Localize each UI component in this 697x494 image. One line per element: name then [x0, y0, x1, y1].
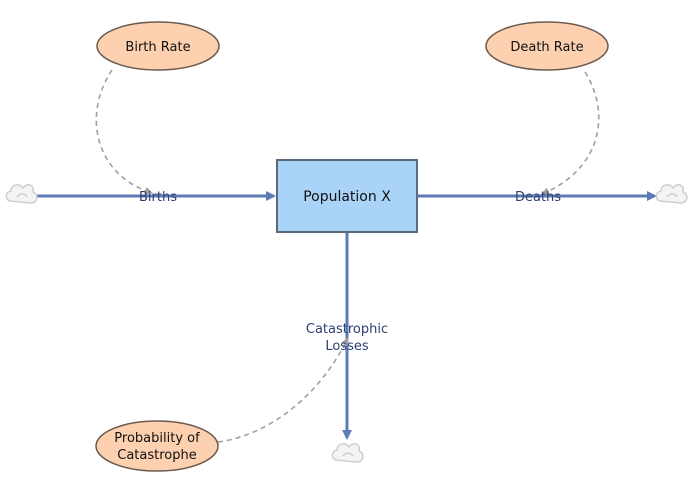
stock-population-x[interactable] [276, 159, 418, 233]
flow-pipes [36, 191, 657, 440]
sink-cloud-deaths-icon [655, 184, 688, 204]
connectors [95, 69, 600, 443]
probability-label-line1: Probability of [114, 431, 200, 446]
converter-probability-of-catastrophe[interactable] [95, 420, 219, 472]
connector-birth-rate [95, 69, 153, 195]
connector-probability [217, 337, 349, 443]
probability-label-line2: Catastrophe [117, 448, 196, 463]
source-cloud-icon [5, 184, 38, 204]
death-rate-label: Death Rate [510, 40, 583, 55]
converter-death-rate[interactable] [485, 21, 609, 71]
catastrophic-flow-label-line1[interactable]: Catastrophic [306, 322, 388, 337]
clouds [5, 184, 688, 463]
sink-cloud-catastrophic-icon [331, 443, 364, 463]
converter-birth-rate[interactable] [96, 21, 220, 71]
deaths-flow-label[interactable]: Deaths [515, 190, 561, 205]
birth-rate-label: Birth Rate [125, 40, 190, 55]
stock-label: Population X [303, 189, 391, 205]
births-flow-label[interactable]: Births [139, 190, 177, 205]
connector-death-rate [541, 71, 600, 196]
catastrophic-flow-label-line2[interactable]: Losses [325, 339, 369, 354]
